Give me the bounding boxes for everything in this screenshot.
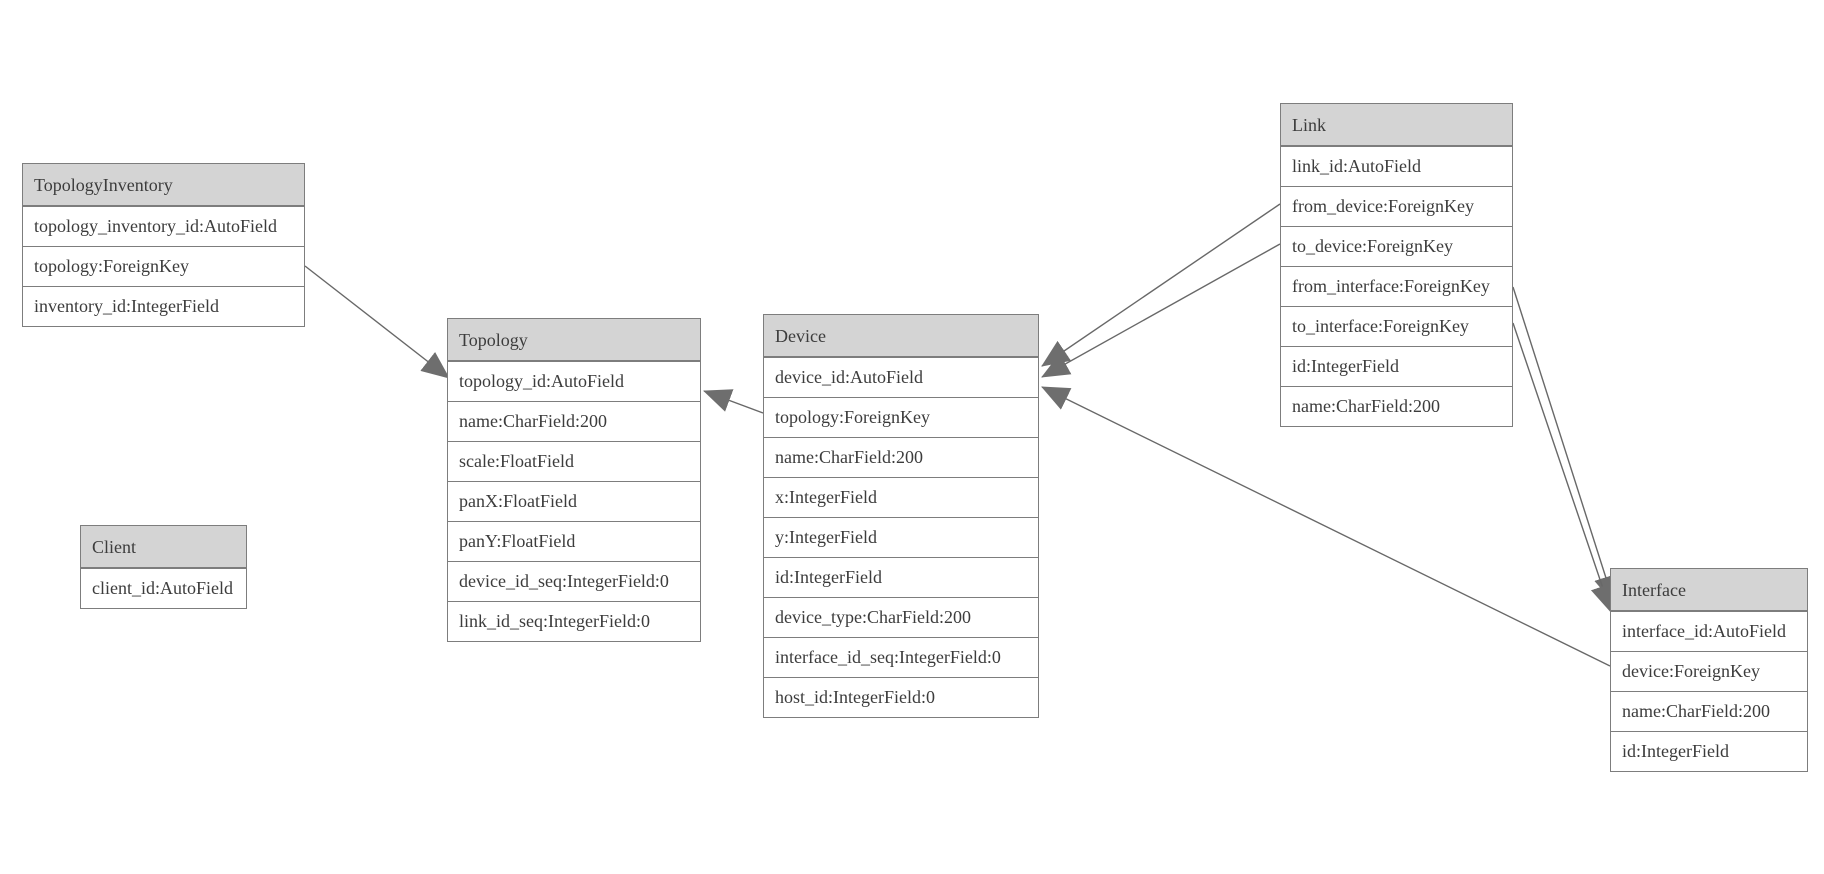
entity-field-row: id:IntegerField: [764, 557, 1038, 597]
entity-field-row: link_id_seq:IntegerField:0: [448, 601, 700, 641]
entity-header-topology: Topology: [448, 319, 700, 361]
entity-header-device: Device: [764, 315, 1038, 357]
entity-field-row: to_interface:ForeignKey: [1281, 306, 1512, 346]
entity-header-topologyinventory: TopologyInventory: [23, 164, 304, 206]
entity-field-row: from_interface:ForeignKey: [1281, 266, 1512, 306]
edge-device-topology: [703, 389, 764, 414]
entity-field-row: link_id:AutoField: [1281, 146, 1512, 186]
entity-field-row: interface_id_seq:IntegerField:0: [764, 637, 1038, 677]
entity-field-row: name:CharField:200: [448, 401, 700, 441]
entity-field-row: id:IntegerField: [1611, 731, 1807, 771]
entity-field-row: host_id:IntegerField:0: [764, 677, 1038, 717]
entity-field-row: client_id:AutoField: [81, 568, 246, 608]
entity-field-row: device_id:AutoField: [764, 357, 1038, 397]
entity-field-row: panX:FloatField: [448, 481, 700, 521]
entity-header-client: Client: [81, 526, 246, 568]
entity-field-row: name:CharField:200: [764, 437, 1038, 477]
entity-field-row: device_type:CharField:200: [764, 597, 1038, 637]
entity-field-row: name:CharField:200: [1611, 691, 1807, 731]
entity-field-row: topology_id:AutoField: [448, 361, 700, 401]
entity-field-row: topology:ForeignKey: [764, 397, 1038, 437]
edge-link-from-interface: [1512, 286, 1618, 604]
edge-link-from-device: [1041, 203, 1281, 367]
entity-field-row: device_id_seq:IntegerField:0: [448, 561, 700, 601]
entity-field-row: x:IntegerField: [764, 477, 1038, 517]
entity-header-link: Link: [1281, 104, 1512, 146]
entity-field-row: name:CharField:200: [1281, 386, 1512, 426]
edge-link-to-interface: [1512, 322, 1614, 613]
edge-interface-device: [1041, 386, 1611, 667]
entity-field-row: to_device:ForeignKey: [1281, 226, 1512, 266]
entity-field-row: y:IntegerField: [764, 517, 1038, 557]
edge-topologyinventory-topology: [304, 265, 450, 379]
edge-link-to-device: [1041, 243, 1281, 378]
entity-header-interface: Interface: [1611, 569, 1807, 611]
entity-field-row: inventory_id:IntegerField: [23, 286, 304, 326]
entity-field-row: panY:FloatField: [448, 521, 700, 561]
entity-field-row: from_device:ForeignKey: [1281, 186, 1512, 226]
entity-field-row: scale:FloatField: [448, 441, 700, 481]
entity-field-row: id:IntegerField: [1281, 346, 1512, 386]
entity-field-row: device:ForeignKey: [1611, 651, 1807, 691]
entity-field-row: topology:ForeignKey: [23, 246, 304, 286]
entity-field-row: interface_id:AutoField: [1611, 611, 1807, 651]
entity-field-row: topology_inventory_id:AutoField: [23, 206, 304, 246]
